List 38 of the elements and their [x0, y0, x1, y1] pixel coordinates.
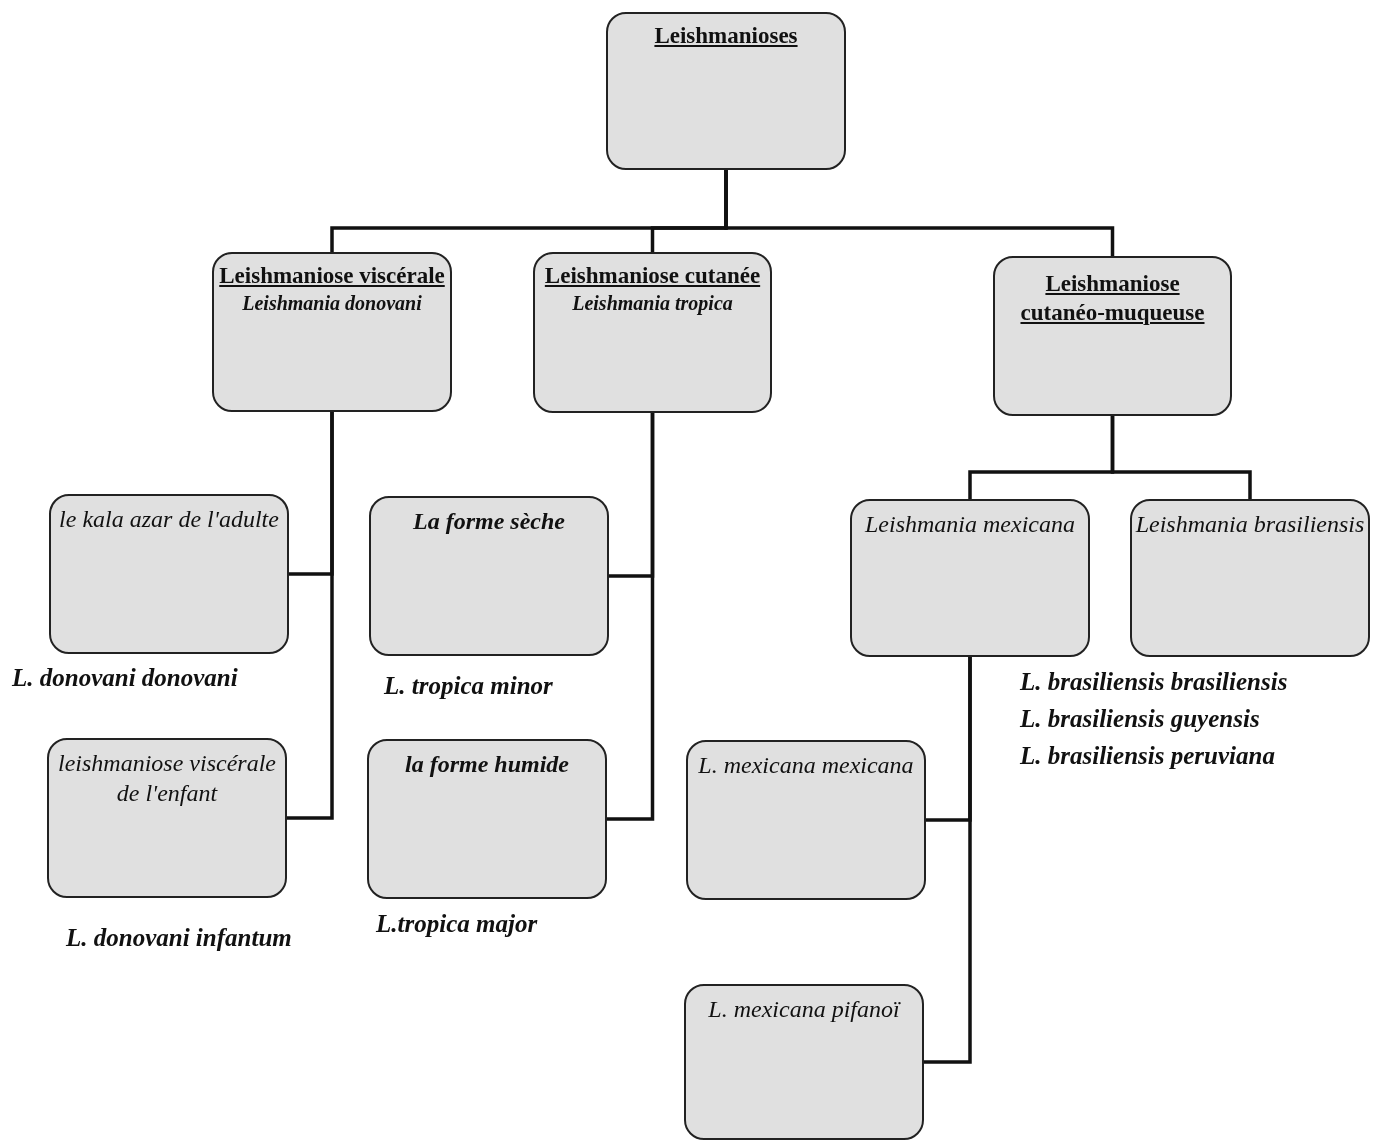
box-text: Leishmania mexicana [864, 510, 1076, 539]
rounded-box [533, 252, 772, 413]
connector-line [724, 170, 1115, 256]
box-text: Leishmania donovani [241, 290, 423, 316]
box-heading: Leishmanioses [653, 22, 799, 50]
box-text: Leishmania brasiliensis [1134, 510, 1366, 539]
box-text: le kala azar de l'adulte [58, 505, 280, 534]
rounded-box [1130, 499, 1370, 657]
rounded-box [684, 984, 924, 1140]
box-text: L. mexicana mexicana [697, 751, 915, 780]
rounded-box [850, 499, 1090, 657]
box-text: L. mexicana pifanoï [707, 995, 902, 1024]
species-name: L. brasiliensis guyensis [1020, 704, 1260, 734]
species-name: L. tropica minor [384, 671, 553, 701]
rounded-box [993, 256, 1232, 416]
rounded-box [47, 738, 287, 898]
connector-line [287, 412, 334, 820]
rounded-box [49, 494, 289, 654]
box-heading: Leishmaniose cutanée [543, 262, 762, 290]
connector-line [924, 657, 972, 1064]
connector-line [1110, 416, 1252, 499]
species-name: L. donovani donovani [12, 663, 238, 693]
box-heading: Leishmaniose viscérale [218, 262, 446, 290]
species-name: L.tropica major [376, 909, 538, 939]
rounded-box [367, 739, 607, 899]
box-text: leishmaniose viscérale de l'enfant [57, 749, 277, 808]
rounded-box [369, 496, 609, 656]
species-name: L. brasiliensis brasiliensis [1020, 667, 1288, 697]
box-text: Leishmania tropica [571, 290, 734, 316]
box-text: la forme humide [404, 750, 570, 779]
connector-line [607, 413, 655, 821]
rounded-box [212, 252, 452, 412]
species-name: L. brasiliensis peruviana [1020, 741, 1275, 771]
species-name: L. donovani infantum [66, 923, 292, 953]
rounded-box [606, 12, 846, 170]
rounded-box [686, 740, 926, 900]
box-heading: Leishmaniose cutanéo-muqueuse [1019, 270, 1206, 327]
box-text: La forme sèche [412, 507, 566, 536]
